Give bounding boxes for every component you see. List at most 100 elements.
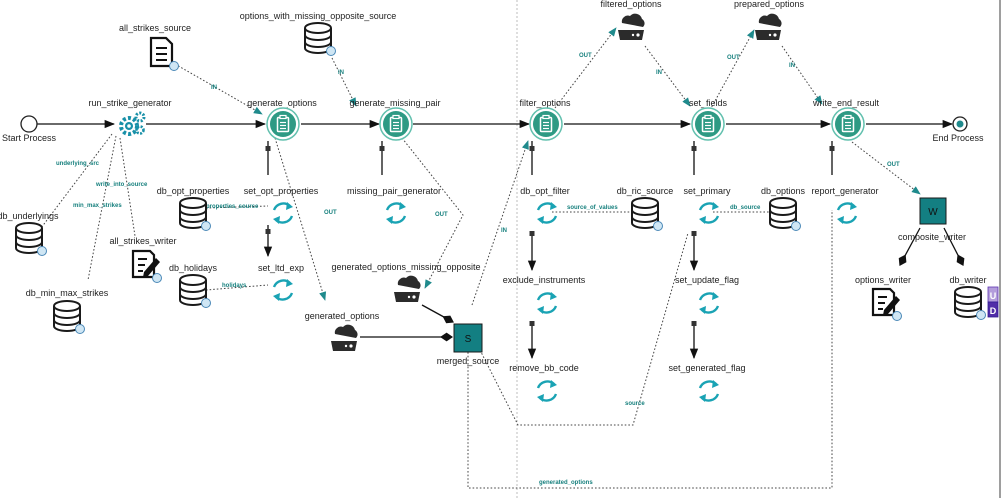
node-prepared-options[interactable]: prepared_options	[734, 0, 805, 40]
end-event-label: End Process	[932, 133, 984, 143]
node-label: generate_missing_pair	[349, 98, 440, 108]
sync-icon	[697, 378, 721, 404]
node-generate-missing-pair[interactable]: generate_missing_pair	[349, 98, 441, 141]
node-db-min-max-strikes[interactable]: db_min_max_strikes	[26, 288, 109, 335]
node-set-primary[interactable]: set_primary	[683, 186, 731, 226]
node-filter-options[interactable]: filter_options	[519, 98, 571, 141]
cloud-drive-icon	[618, 13, 645, 40]
node-label: db_min_max_strikes	[26, 288, 109, 298]
start-event[interactable]: Start Process	[2, 115, 57, 143]
node-merged-source[interactable]: S merged_source	[437, 323, 500, 366]
node-label: set_ltd_exp	[258, 263, 304, 273]
edge-label-out: OUT	[324, 210, 337, 216]
node-label: set_update_flag	[675, 275, 739, 285]
edge-labels: IN IN OUT IN OUT IN underlying_src write…	[56, 53, 900, 486]
node-db-writer[interactable]: db_writer U D	[949, 275, 999, 321]
node-label: db_underlyings	[0, 211, 59, 221]
node-options-writer[interactable]: options_writer	[855, 275, 911, 322]
node-missing-pair-generator[interactable]: missing_pair_generator	[347, 186, 441, 226]
node-label: db_writer	[949, 275, 986, 285]
node-label: options_writer	[855, 275, 911, 285]
badge-letter-d: D	[990, 306, 997, 316]
node-generated-options[interactable]: generated_options	[305, 311, 380, 351]
database-icon	[954, 286, 987, 321]
node-exclude-instruments[interactable]: exclude_instruments	[503, 275, 586, 316]
edge-label-out: OUT	[579, 53, 592, 59]
node-report-generator[interactable]: report_generator	[811, 186, 879, 226]
node-label: generate_options	[247, 98, 317, 108]
badge-letter-u: U	[990, 291, 997, 301]
task-clipboard-icon	[691, 107, 725, 141]
start-event-circle-icon	[20, 115, 38, 133]
node-label: set_fields	[689, 98, 728, 108]
node-set-fields[interactable]: set_fields	[689, 98, 728, 141]
node-set-generated-flag[interactable]: set_generated_flag	[668, 363, 746, 404]
node-label: run_strike_generator	[88, 98, 171, 108]
edit-document-icon	[131, 249, 163, 284]
node-write-end-result[interactable]: write_end_result	[812, 98, 880, 141]
node-db-ric-source[interactable]: db_ric_source	[617, 186, 674, 232]
node-options-with-missing-opposite-source[interactable]: options_with_missing_opposite_source	[240, 11, 397, 57]
node-label: set_opt_properties	[244, 186, 319, 196]
node-label: generated_options_missing_opposite	[331, 262, 480, 272]
node-db-opt-filter[interactable]: db_opt_filter	[520, 186, 570, 226]
node-remove-bb-code[interactable]: remove_bb_code	[509, 363, 579, 404]
node-set-opt-properties[interactable]: set_opt_properties	[244, 186, 319, 226]
sync-icon	[697, 200, 721, 226]
sync-icon	[697, 290, 721, 316]
node-all-strikes-source[interactable]: all_strikes_source	[119, 23, 191, 72]
node-generate-options[interactable]: generate_options	[247, 98, 317, 141]
edge-label-db-source: db_source	[730, 205, 761, 211]
node-label: filter_options	[519, 98, 571, 108]
node-label: db_opt_properties	[157, 186, 230, 196]
node-db-options[interactable]: db_options	[761, 186, 806, 232]
composite-writer-square-icon	[919, 197, 947, 225]
node-composite-writer[interactable]: W composite_writer	[898, 197, 966, 242]
node-run-strike-generator[interactable]: run_strike_generator	[88, 98, 172, 136]
sync-icon	[535, 200, 559, 226]
edge-label-in: IN	[211, 85, 217, 91]
node-label: composite_writer	[898, 232, 966, 242]
node-label: prepared_options	[734, 0, 805, 9]
node-label: all_strikes_source	[119, 23, 191, 33]
database-icon	[769, 197, 802, 232]
end-event[interactable]: End Process	[932, 116, 984, 143]
edge-label-out: OUT	[435, 212, 448, 218]
node-set-update-flag[interactable]: set_update_flag	[675, 275, 739, 316]
edge-label-generated-options: generated_options	[539, 480, 593, 486]
node-label: db_ric_source	[617, 186, 674, 196]
merged-source-square-icon	[453, 323, 483, 353]
edge-label-in: IN	[501, 228, 507, 234]
merge-edges	[360, 227, 965, 342]
node-db-holidays[interactable]: db_holidays	[169, 263, 218, 309]
cloud-drive-icon	[755, 13, 782, 40]
step-attachments	[263, 141, 835, 360]
node-label: generated_options	[305, 311, 380, 321]
edge-label-in: IN	[338, 70, 344, 76]
task-clipboard-icon	[831, 107, 865, 141]
node-label: db_holidays	[169, 263, 218, 273]
node-db-underlyings[interactable]: db_underlyings	[0, 211, 59, 257]
sync-icon	[535, 290, 559, 316]
node-label: exclude_instruments	[503, 275, 586, 285]
edge-label-source: source	[625, 401, 645, 407]
task-clipboard-icon	[379, 107, 413, 141]
node-all-strikes-writer[interactable]: all_strikes_writer	[109, 236, 177, 284]
node-filtered-options[interactable]: filtered_options	[600, 0, 662, 40]
node-generated-options-missing-opposite[interactable]: generated_options_missing_opposite	[331, 262, 481, 302]
edge-label-holidays: holidays	[222, 283, 247, 289]
edge-label-in: IN	[789, 63, 795, 69]
node-set-ltd-exp[interactable]: set_ltd_exp	[258, 263, 304, 303]
node-label: remove_bb_code	[509, 363, 579, 373]
sync-icon	[271, 200, 295, 226]
edge-label-underlying-src: underlying_src	[56, 161, 100, 167]
node-label: filtered_options	[600, 0, 662, 9]
node-label: set_primary	[683, 186, 731, 196]
task-clipboard-icon	[266, 107, 300, 141]
edge-label-out: OUT	[887, 162, 900, 168]
cloud-drive-icon	[394, 275, 421, 302]
document-icon	[149, 36, 180, 72]
node-db-opt-properties[interactable]: db_opt_properties	[157, 186, 230, 232]
sync-icon	[384, 200, 408, 226]
